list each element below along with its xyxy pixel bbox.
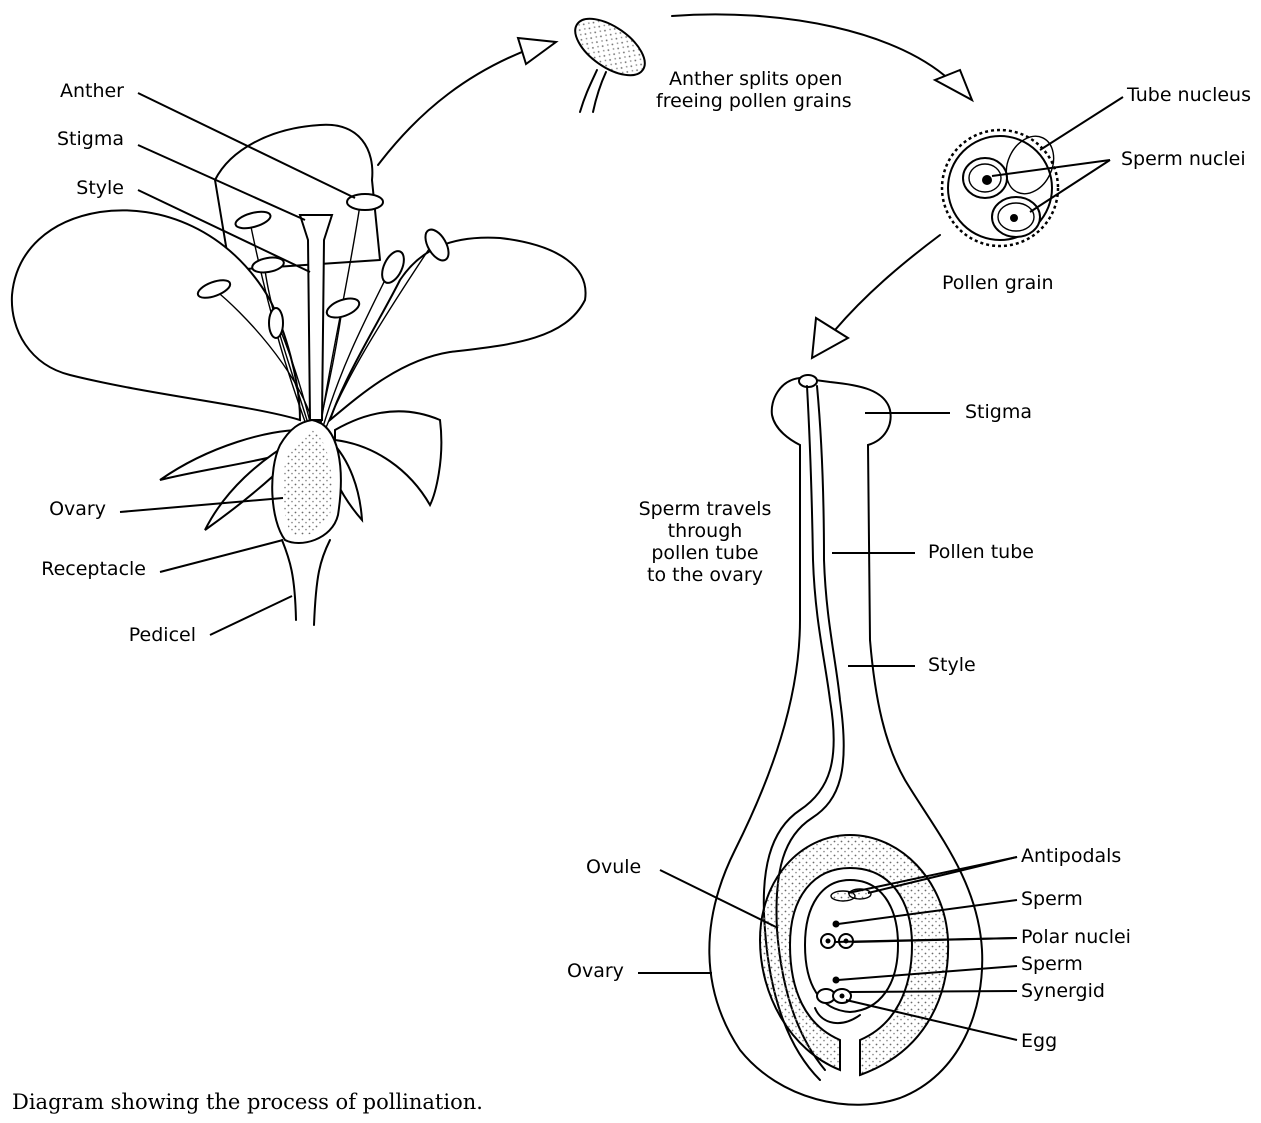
label-pollen-grain: Pollen grain	[942, 272, 1054, 294]
label-antipodals: Antipodals	[1021, 845, 1121, 867]
flower-right-petal	[330, 238, 586, 420]
label-stigma: Stigma	[30, 128, 124, 150]
sperm-travel-line2: through	[615, 520, 795, 542]
label-pedicel: Pedicel	[100, 624, 196, 646]
label-sperm-bottom: Sperm	[1021, 953, 1083, 975]
figure-caption: Diagram showing the process of pollinati…	[12, 1090, 483, 1114]
flower-left-petal	[12, 210, 300, 420]
flower-illustration	[12, 125, 586, 625]
label-pistil-ovary: Ovary	[567, 960, 624, 982]
sperm-travel-line4: to the ovary	[615, 564, 795, 586]
splitting-anther	[566, 8, 654, 112]
sperm-travel-line3: pollen tube	[615, 542, 795, 564]
label-sperm-top: Sperm	[1021, 888, 1083, 910]
label-ovary: Ovary	[20, 498, 106, 520]
label-sperm-nuclei: Sperm nuclei	[1121, 148, 1246, 170]
label-style: Style	[30, 177, 124, 199]
label-anther: Anther	[30, 80, 124, 102]
label-synergid: Synergid	[1021, 980, 1105, 1002]
arrow-to-pistil	[812, 235, 940, 358]
pistil-cross-section	[709, 375, 982, 1105]
label-pistil-style: Style	[928, 654, 976, 676]
label-receptacle: Receptacle	[20, 558, 146, 580]
label-tube-nucleus: Tube nucleus	[1127, 84, 1251, 106]
flower-receptacle	[282, 540, 296, 620]
label-ovule: Ovule	[586, 856, 641, 878]
label-polar-nuclei: Polar nuclei	[1021, 926, 1131, 948]
anther-note-line2: freeing pollen grains	[656, 90, 852, 112]
sperm-travel-line1: Sperm travels	[615, 498, 795, 520]
anther-note-line1: Anther splits open	[669, 68, 842, 90]
label-pollen-tube: Pollen tube	[928, 541, 1034, 563]
arrow-to-anther	[378, 38, 556, 165]
label-pistil-stigma: Stigma	[965, 401, 1032, 423]
sperm-travel-note: Sperm travels through pollen tube to the…	[615, 498, 795, 586]
label-egg: Egg	[1021, 1030, 1057, 1052]
